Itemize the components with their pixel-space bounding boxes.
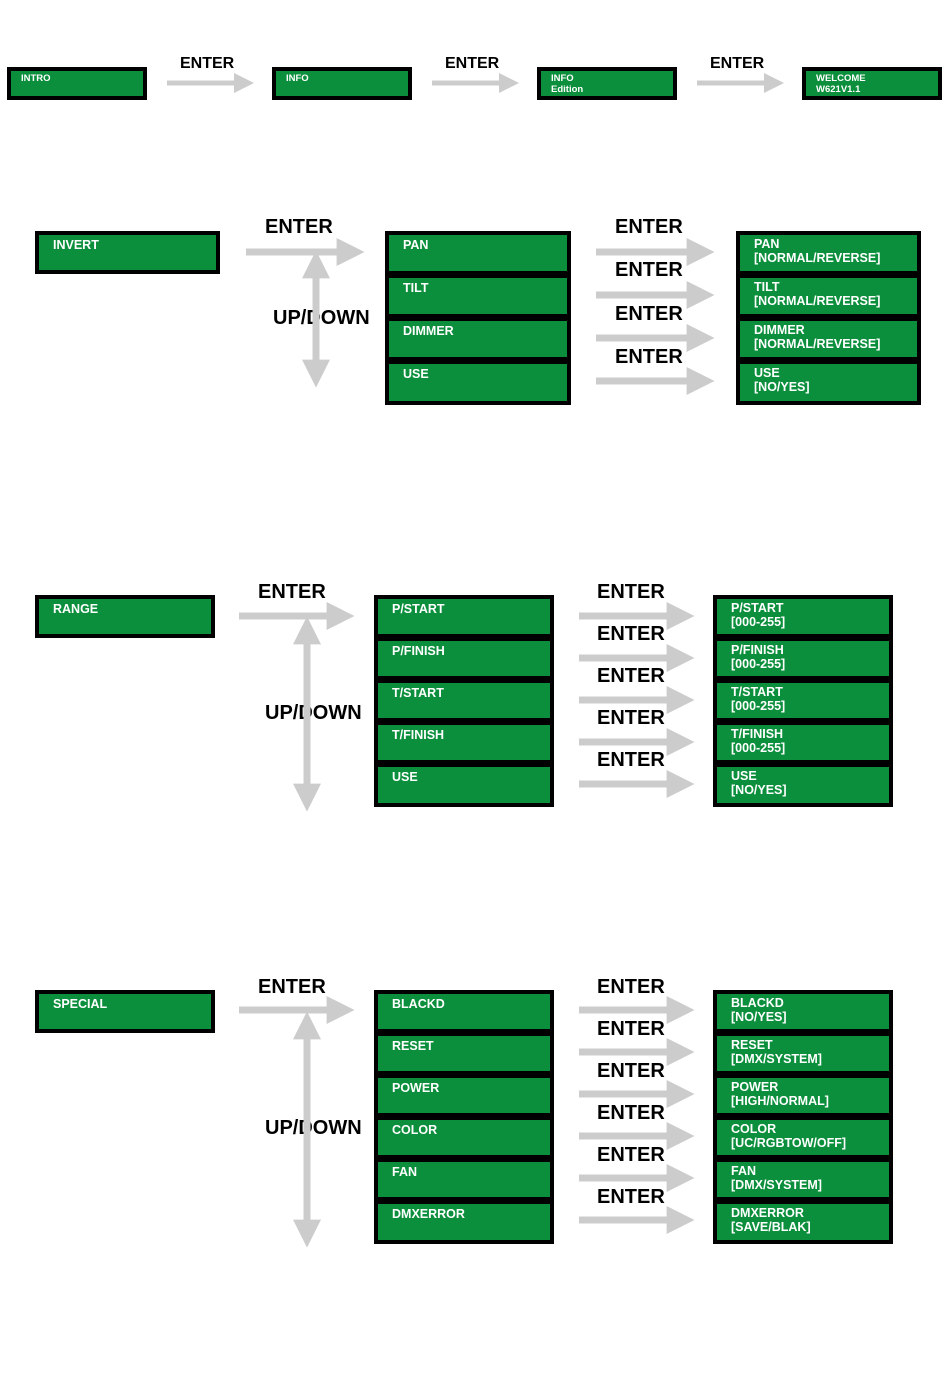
range-result-tstart: T/START [000-255] — [713, 679, 893, 722]
special-enter-label-dmxerror: ENTER — [597, 1186, 665, 1208]
special-result-power-label: POWER [HIGH/NORMAL] — [731, 1080, 829, 1109]
range-result-tstart-label: T/START [000-255] — [731, 685, 786, 714]
welcome-box: WELCOME W621V1.1 — [802, 67, 942, 100]
special-enter-label: ENTER — [258, 976, 326, 998]
range-result-pstart: P/START [000-255] — [713, 595, 893, 638]
invert-result-pan-label: PAN [NORMAL/REVERSE] — [754, 237, 881, 266]
range-enter-label-pfinish: ENTER — [597, 623, 665, 645]
special-item-fan: FAN — [374, 1158, 554, 1201]
range-item-tstart: T/START — [374, 679, 554, 722]
intro-box: INTRO — [7, 67, 147, 100]
special-result-blackd-label: BLACKD [NO/YES] — [731, 996, 787, 1025]
special-result-blackd: BLACKD [NO/YES] — [713, 990, 893, 1033]
intro-enter-label-3: ENTER — [710, 55, 765, 72]
special-result-power: POWER [HIGH/NORMAL] — [713, 1074, 893, 1117]
range-item-pstart-label: P/START — [392, 602, 445, 616]
invert-result-use-label: USE [NO/YES] — [754, 366, 810, 395]
special-enter-label-reset: ENTER — [597, 1018, 665, 1040]
invert-item-pan-label: PAN — [403, 238, 429, 252]
special-item-dmxerror-label: DMXERROR — [392, 1207, 465, 1221]
special-result-reset: RESET [DMX/SYSTEM] — [713, 1032, 893, 1075]
invert-item-pan: PAN — [385, 231, 571, 275]
range-result-tfinish: T/FINISH [000-255] — [713, 721, 893, 764]
range-item-pstart: P/START — [374, 595, 554, 638]
invert-enter-label: ENTER — [265, 216, 333, 238]
special-item-blackd-label: BLACKD — [392, 997, 445, 1011]
range-result-use-label: USE [NO/YES] — [731, 769, 787, 798]
intro-box-label: INTRO — [21, 73, 51, 84]
range-menu-box: RANGE — [35, 595, 215, 638]
invert-result-pan: PAN [NORMAL/REVERSE] — [736, 231, 921, 275]
range-result-use: USE [NO/YES] — [713, 763, 893, 807]
special-menu-box: SPECIAL — [35, 990, 215, 1033]
invert-item-use-label: USE — [403, 367, 429, 381]
invert-enter-label-dimmer: ENTER — [615, 303, 683, 325]
range-item-tstart-label: T/START — [392, 686, 444, 700]
invert-item-dimmer-label: DIMMER — [403, 324, 454, 338]
range-item-use: USE — [374, 763, 554, 807]
invert-result-tilt: TILT [NORMAL/REVERSE] — [736, 274, 921, 318]
special-result-fan: FAN [DMX/SYSTEM] — [713, 1158, 893, 1201]
invert-enter-label-tilt: ENTER — [615, 259, 683, 281]
special-result-fan-label: FAN [DMX/SYSTEM] — [731, 1164, 822, 1193]
range-enter-label-tfinish: ENTER — [597, 707, 665, 729]
special-enter-label-color: ENTER — [597, 1102, 665, 1124]
welcome-box-label: WELCOME W621V1.1 — [816, 73, 866, 95]
special-item-reset: RESET — [374, 1032, 554, 1075]
invert-menu-box: INVERT — [35, 231, 220, 274]
special-result-dmxerror: DMXERROR [SAVE/BLAK] — [713, 1200, 893, 1244]
info-edition-box: INFO Edition — [537, 67, 677, 100]
special-enter-label-power: ENTER — [597, 1060, 665, 1082]
range-item-tfinish-label: T/FINISH — [392, 728, 445, 742]
special-item-color-label: COLOR — [392, 1123, 438, 1137]
special-item-dmxerror: DMXERROR — [374, 1200, 554, 1244]
invert-result-use: USE [NO/YES] — [736, 360, 921, 405]
special-result-color-label: COLOR [UC/RGBTOW/OFF] — [731, 1122, 847, 1151]
special-item-power: POWER — [374, 1074, 554, 1117]
intro-enter-label-2: ENTER — [445, 55, 500, 72]
special-item-reset-label: RESET — [392, 1039, 434, 1053]
range-result-tfinish-label: T/FINISH [000-255] — [731, 727, 786, 756]
range-enter-label: ENTER — [258, 581, 326, 603]
range-item-use-label: USE — [392, 770, 418, 784]
invert-result-dimmer-label: DIMMER [NORMAL/REVERSE] — [754, 323, 881, 352]
invert-item-tilt: TILT — [385, 274, 571, 318]
range-result-pstart-label: P/START [000-255] — [731, 601, 786, 630]
info-box: INFO — [272, 67, 412, 100]
info-edition-box-label: INFO Edition — [551, 73, 584, 95]
range-result-pfinish: P/FINISH [000-255] — [713, 637, 893, 680]
special-menu-label: SPECIAL — [53, 997, 108, 1011]
range-enter-label-use: ENTER — [597, 749, 665, 771]
special-result-color: COLOR [UC/RGBTOW/OFF] — [713, 1116, 893, 1159]
info-box-label: INFO — [286, 73, 309, 84]
special-result-dmxerror-label: DMXERROR [SAVE/BLAK] — [731, 1206, 811, 1235]
intro-enter-label-1: ENTER — [180, 55, 235, 72]
range-menu-label: RANGE — [53, 602, 99, 616]
invert-item-tilt-label: TILT — [403, 281, 429, 295]
range-result-pfinish-label: P/FINISH [000-255] — [731, 643, 786, 672]
special-enter-label-fan: ENTER — [597, 1144, 665, 1166]
range-item-pfinish: P/FINISH — [374, 637, 554, 680]
special-result-reset-label: RESET [DMX/SYSTEM] — [731, 1038, 822, 1067]
range-item-tfinish: T/FINISH — [374, 721, 554, 764]
invert-item-use: USE — [385, 360, 571, 405]
special-item-blackd: BLACKD — [374, 990, 554, 1033]
range-enter-label-pstart: ENTER — [597, 581, 665, 603]
special-item-color: COLOR — [374, 1116, 554, 1159]
range-item-pfinish-label: P/FINISH — [392, 644, 445, 658]
invert-enter-label-use: ENTER — [615, 346, 683, 368]
invert-result-dimmer: DIMMER [NORMAL/REVERSE] — [736, 317, 921, 361]
invert-enter-label-pan: ENTER — [615, 216, 683, 238]
invert-result-tilt-label: TILT [NORMAL/REVERSE] — [754, 280, 881, 309]
special-enter-label-blackd: ENTER — [597, 976, 665, 998]
special-item-power-label: POWER — [392, 1081, 440, 1095]
invert-menu-label: INVERT — [53, 238, 99, 252]
invert-item-dimmer: DIMMER — [385, 317, 571, 361]
special-item-fan-label: FAN — [392, 1165, 417, 1179]
range-enter-label-tstart: ENTER — [597, 665, 665, 687]
